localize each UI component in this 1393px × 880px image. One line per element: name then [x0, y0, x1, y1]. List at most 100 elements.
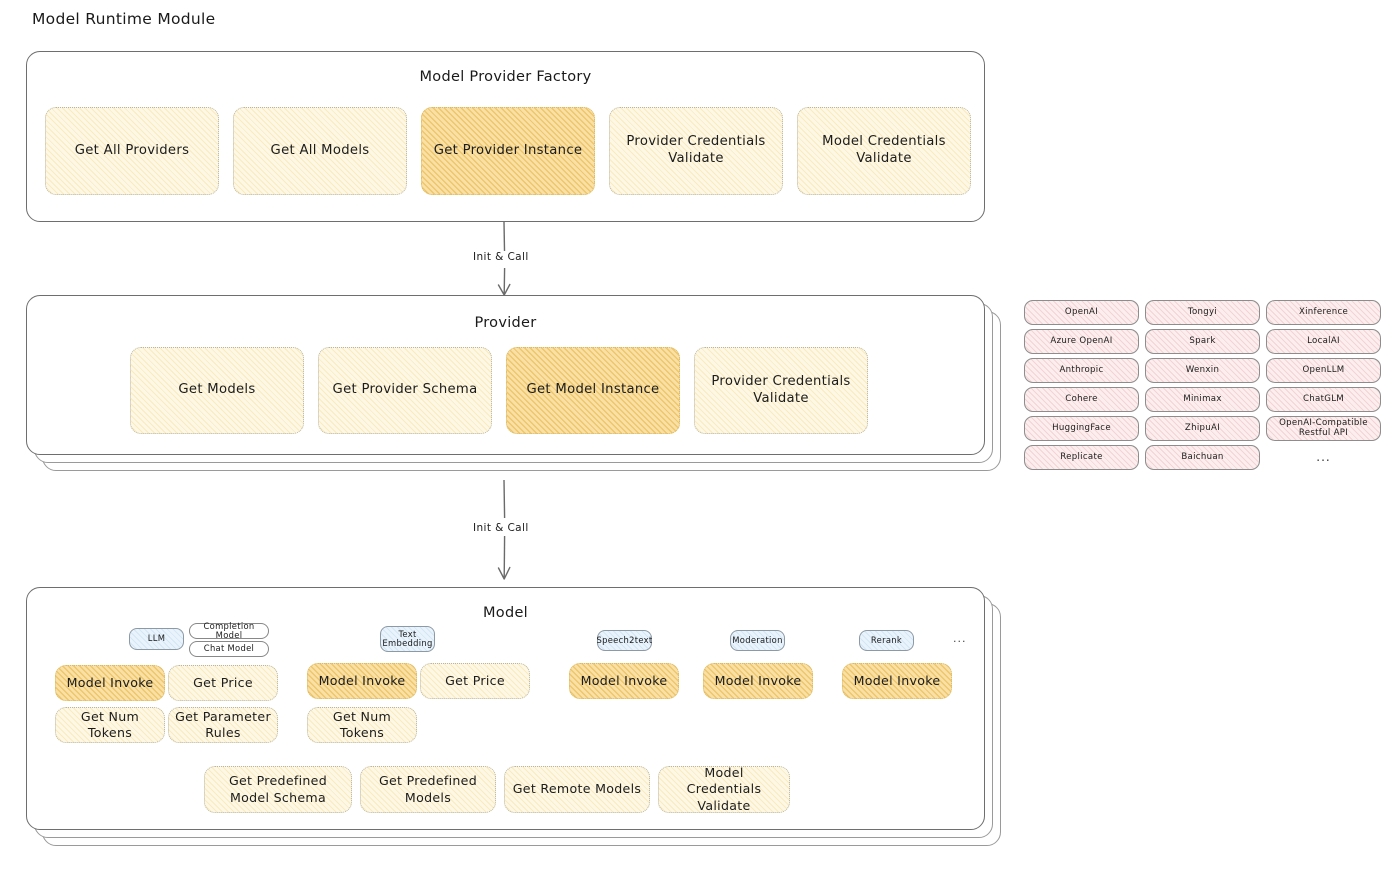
op-label: Get All Models	[270, 142, 370, 158]
chip-openai-compatible-restful-api[interactable]: OpenAI-Compatible Restful API	[1266, 416, 1381, 441]
op-label: Get Num Tokens	[332, 708, 392, 740]
op-model-credentials-validate[interactable]: Model Credentials Validate	[797, 107, 971, 195]
chip-huggingface[interactable]: HuggingFace	[1024, 416, 1139, 441]
arrow-provider-to-model: Init & Call	[460, 479, 550, 586]
op-label: Get Model Instance	[526, 382, 660, 398]
op-label: Model Credentials Validate	[686, 765, 762, 813]
tag-label: Completion Model	[203, 620, 255, 640]
chip-label: OpenAI-Compatible Restful API	[1279, 417, 1368, 438]
op-llm-get-price[interactable]: Get Price	[168, 665, 278, 701]
chip-label: Azure OpenAI	[1050, 335, 1113, 346]
op-label: Model Invoke	[66, 674, 154, 690]
chip-label: Baichuan	[1181, 451, 1224, 462]
op-get-model-instance[interactable]: Get Model Instance	[506, 347, 680, 434]
tag-rerank[interactable]: Rerank	[859, 630, 914, 651]
arrow-icon	[497, 221, 511, 296]
op-label: Get Provider Instance	[433, 142, 583, 158]
tag-label: Text Embedding	[382, 628, 433, 648]
tag-label: Rerank	[870, 634, 903, 645]
op-label: Get Predefined Models	[378, 773, 478, 805]
tag-speech2text[interactable]: Speech2text	[597, 630, 652, 651]
op-get-all-models[interactable]: Get All Models	[233, 107, 407, 195]
chip-zhipuai[interactable]: ZhipuAI	[1145, 416, 1260, 441]
op-label: Model Invoke	[714, 672, 802, 688]
op-get-provider-schema[interactable]: Get Provider Schema	[318, 347, 492, 434]
op-text-embedding-get-price[interactable]: Get Price	[420, 663, 530, 699]
chip-localai[interactable]: LocalAI	[1266, 329, 1381, 354]
provider-title: Provider	[474, 315, 537, 331]
chip-azure-openai[interactable]: Azure OpenAI	[1024, 329, 1139, 354]
tag-text-embedding[interactable]: Text Embedding	[380, 626, 435, 652]
chip-cohere[interactable]: Cohere	[1024, 387, 1139, 412]
chip-openllm[interactable]: OpenLLM	[1266, 358, 1381, 383]
op-llm-model-invoke[interactable]: Model Invoke	[55, 665, 165, 701]
op-label: Get Remote Models	[512, 781, 642, 797]
op-get-predefined-models[interactable]: Get Predefined Models	[360, 766, 496, 813]
chip-label: OpenAI	[1064, 306, 1099, 317]
chip-baichuan[interactable]: Baichuan	[1145, 445, 1260, 470]
arrow-label: Init & Call	[470, 522, 532, 534]
op-label: Get Num Tokens	[80, 708, 140, 740]
tag-label: Chat Model	[203, 643, 255, 654]
op-label: Model Invoke	[580, 672, 668, 688]
op-get-provider-instance[interactable]: Get Provider Instance	[421, 107, 595, 195]
arrow-label: Init & Call	[470, 251, 532, 263]
tag-completion-model[interactable]: Completion Model	[189, 620, 269, 640]
op-llm-get-num-tokens[interactable]: Get Num Tokens	[55, 707, 165, 743]
op-label: Get Models	[178, 382, 256, 398]
model-title: Model	[482, 605, 529, 621]
op-get-remote-models[interactable]: Get Remote Models	[504, 766, 650, 813]
model-panel: Model LLM Completion Model Chat Model Mo…	[26, 587, 985, 830]
provider-list: OpenAI Azure OpenAI Anthropic Cohere Hug…	[1024, 300, 1381, 475]
chip-xinference[interactable]: Xinference	[1266, 300, 1381, 325]
chip-label: Xinference	[1298, 306, 1349, 317]
chip-tongyi[interactable]: Tongyi	[1145, 300, 1260, 325]
op-text-embedding-model-invoke[interactable]: Model Invoke	[307, 663, 417, 699]
chip-label: LocalAI	[1307, 335, 1340, 346]
chip-wenxin[interactable]: Wenxin	[1145, 358, 1260, 383]
op-label: Get Price	[193, 674, 253, 690]
op-get-all-providers[interactable]: Get All Providers	[45, 107, 219, 195]
model-provider-factory-title: Model Provider Factory	[419, 69, 592, 85]
op-provider-credentials-validate[interactable]: Provider Credentials Validate	[609, 107, 783, 195]
model-provider-factory-panel: Model Provider Factory Get All Providers…	[26, 51, 985, 222]
op-moderation-model-invoke[interactable]: Model Invoke	[703, 663, 813, 699]
op-label: Get Predefined Model Schema	[228, 773, 328, 805]
op-text-embedding-get-num-tokens[interactable]: Get Num Tokens	[307, 707, 417, 743]
op-label: Model Invoke	[318, 672, 406, 688]
op-get-predefined-model-schema[interactable]: Get Predefined Model Schema	[204, 766, 352, 813]
chip-label: Spark	[1189, 335, 1216, 346]
op-model-credentials-validate-3[interactable]: Model Credentials Validate	[658, 765, 790, 813]
page-title: Model Runtime Module	[32, 10, 216, 28]
arrow-factory-to-provider: Init & Call	[460, 221, 550, 302]
tag-moderation[interactable]: Moderation	[730, 630, 785, 651]
chip-spark[interactable]: Spark	[1145, 329, 1260, 354]
chip-label: Anthropic	[1059, 364, 1104, 375]
chip-minimax[interactable]: Minimax	[1145, 387, 1260, 412]
chip-anthropic[interactable]: Anthropic	[1024, 358, 1139, 383]
op-label: Get All Providers	[74, 142, 190, 158]
tag-label: Moderation	[732, 634, 783, 645]
provider-list-ellipsis: ...	[1316, 450, 1331, 464]
chip-label: OpenLLM	[1302, 364, 1345, 375]
op-label: Get Provider Schema	[332, 382, 478, 398]
chip-chatglm[interactable]: ChatGLM	[1266, 387, 1381, 412]
op-speech2text-model-invoke[interactable]: Model Invoke	[569, 663, 679, 699]
chip-label: Cohere	[1065, 393, 1098, 404]
op-get-models[interactable]: Get Models	[130, 347, 304, 434]
op-llm-get-parameter-rules[interactable]: Get Parameter Rules	[168, 707, 278, 743]
op-provider-credentials-validate-2[interactable]: Provider Credentials Validate	[694, 347, 868, 434]
chip-label: Tongyi	[1187, 306, 1218, 317]
op-label: Model Invoke	[853, 672, 941, 688]
op-rerank-model-invoke[interactable]: Model Invoke	[842, 663, 952, 699]
tag-llm[interactable]: LLM	[129, 628, 184, 650]
chip-label: HuggingFace	[1052, 422, 1111, 433]
tag-chat-model[interactable]: Chat Model	[189, 641, 269, 657]
chip-replicate[interactable]: Replicate	[1024, 445, 1139, 470]
chip-label: ChatGLM	[1302, 393, 1345, 404]
op-label: Model Credentials Validate	[822, 134, 946, 166]
chip-label: ZhipuAI	[1184, 422, 1221, 433]
chip-openai[interactable]: OpenAI	[1024, 300, 1139, 325]
op-label: Get Price	[445, 672, 505, 688]
